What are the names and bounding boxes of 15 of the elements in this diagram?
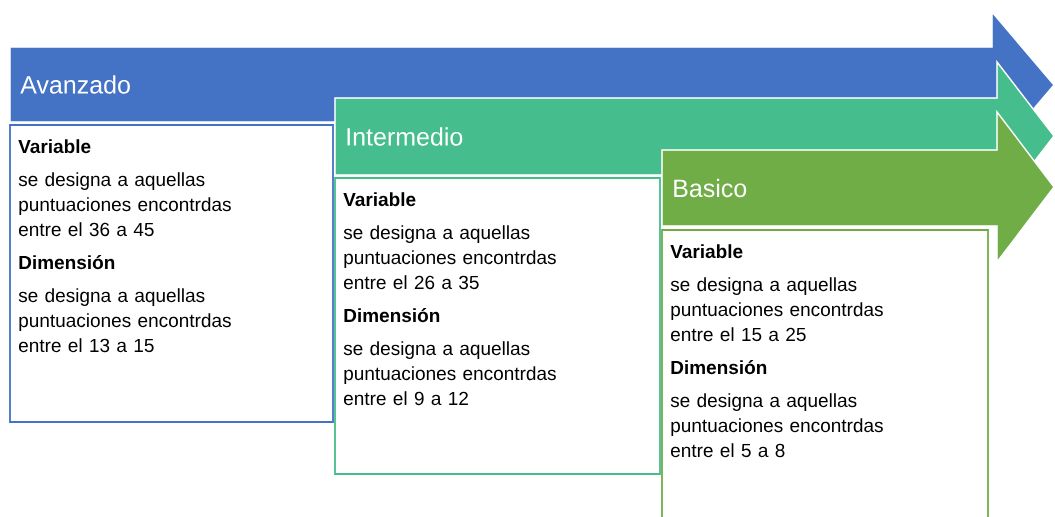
heading: Dimensión <box>344 308 440 323</box>
description-box <box>9 124 334 423</box>
description: se designa a aquellas puntuaciones encontrdas entre el 36 a 45 <box>18 172 231 237</box>
description: se designa a aquellas puntuaciones encontrdas entre el 15 a 25 <box>670 277 883 342</box>
description: se designa a aquellas puntuaciones encontrdas entre el 5 a 8 <box>670 393 883 458</box>
heading: Dimensión <box>671 360 767 375</box>
heading: Variable <box>343 192 416 207</box>
heading: Dimensión <box>19 255 115 270</box>
heading: Variable <box>670 244 743 259</box>
description: se designa a aquellas puntuaciones encontrdas entre el 13 a 15 <box>18 288 231 353</box>
heading: Variable <box>18 139 91 154</box>
description-box <box>334 177 661 475</box>
description: se designa a aquellas puntuaciones encontrdas entre el 26 a 35 <box>343 225 556 290</box>
description: se designa a aquellas puntuaciones encontrdas entre el 9 a 12 <box>343 341 556 406</box>
description-box <box>661 229 989 517</box>
